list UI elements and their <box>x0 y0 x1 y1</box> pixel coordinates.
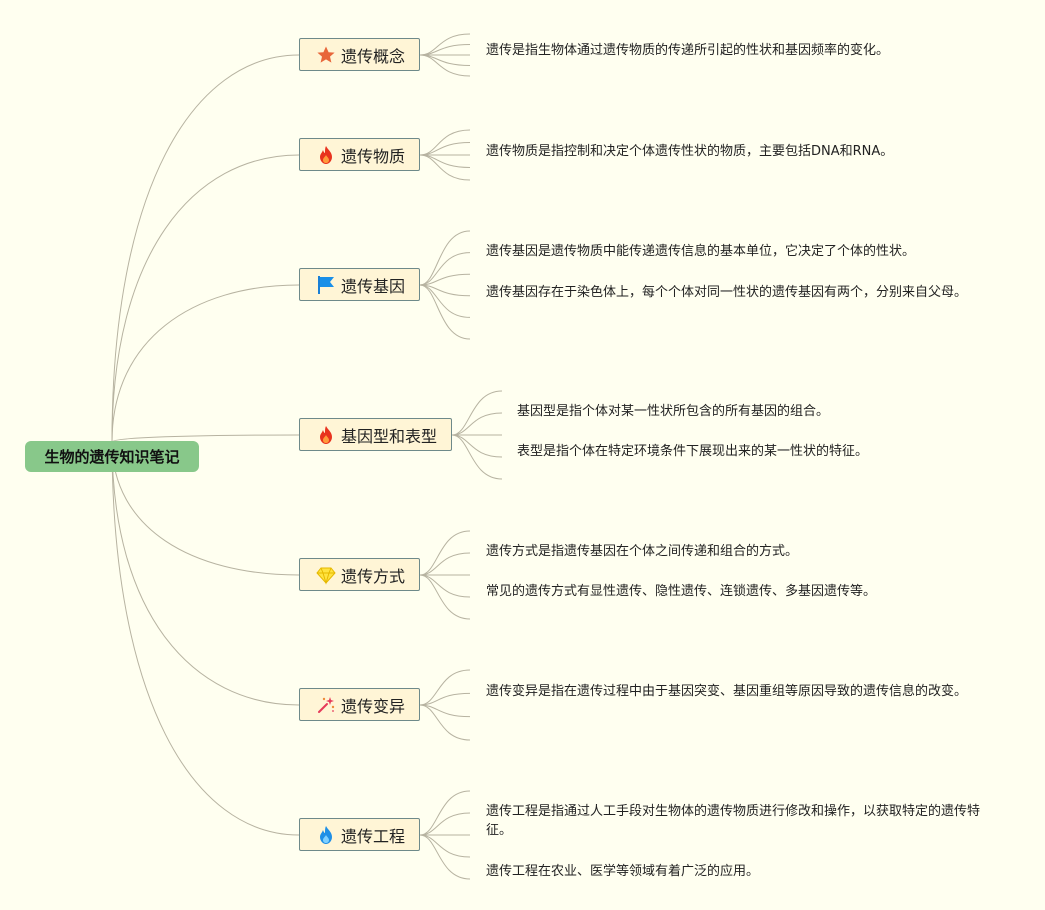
fire-icon <box>316 425 336 445</box>
fire-icon <box>316 145 336 165</box>
leaf-branch-line <box>419 704 471 718</box>
blue-flame-icon <box>316 825 336 845</box>
leaf-branch-line <box>419 790 471 836</box>
note-text: 表型是指个体在特定环境条件下展现出来的某一性状的特征。 <box>517 444 869 459</box>
leaf-branch-line <box>419 230 471 286</box>
topic-genetics-concept[interactable]: 遗传概念 <box>299 38 420 71</box>
topic-genetic-engineering[interactable]: 遗传工程 <box>299 818 420 851</box>
root-branch-line <box>111 441 300 706</box>
topic-label: 遗传基因 <box>341 276 406 296</box>
star-icon <box>316 45 336 65</box>
note-text: 基因型是指个体对某一性状所包含的所有基因的组合。 <box>517 404 830 419</box>
leaf-branch-line <box>419 812 471 836</box>
root-branch-line <box>111 284 300 443</box>
leaf-branch-line <box>419 669 471 706</box>
topic-inheritance-mode[interactable]: 遗传方式 <box>299 558 420 591</box>
sparkle-wand-icon <box>316 695 336 715</box>
leaf-branch-line <box>419 284 471 297</box>
leaf-branch-line <box>451 434 503 480</box>
topic-label: 遗传变异 <box>341 696 406 716</box>
leaf-branch-line <box>419 692 471 706</box>
topic-label: 遗传物质 <box>341 146 406 166</box>
leaf-branch-line <box>419 530 471 576</box>
note-text: 遗传物质是指控制和决定个体遗传性状的物质，主要包括DNA和RNA。 <box>486 144 894 159</box>
root-topic[interactable]: 生物的遗传知识笔记 <box>25 441 199 472</box>
topic-genetic-material[interactable]: 遗传物质 <box>299 138 420 171</box>
leaf-branch-line <box>419 552 471 576</box>
root-branch-line <box>111 441 300 836</box>
root-branch-line <box>111 434 300 443</box>
note-text: 常见的遗传方式有显性遗传、隐性遗传、连锁遗传、多基因遗传等。 <box>486 584 877 599</box>
root-branch-line <box>111 154 300 443</box>
leaf-branch-line <box>419 252 471 286</box>
topic-label: 遗传方式 <box>341 566 406 586</box>
note-text: 遗传工程在农业、医学等领域有着广泛的应用。 <box>486 864 760 879</box>
note-text: 遗传基因存在于染色体上，每个个体对同一性状的遗传基因有两个，分别来自父母。 <box>486 285 968 300</box>
topic-label: 遗传工程 <box>341 826 406 846</box>
leaf-branch-line <box>419 574 471 620</box>
diamond-icon <box>316 565 336 585</box>
leaf-branch-line <box>419 834 471 880</box>
note-text: 遗传变异是指在遗传过程中由于基因突变、基因重组等原因导致的遗传信息的改变。 <box>486 684 968 699</box>
note-text: 遗传工程是指通过人工手段对生物体的遗传物质进行修改和操作，以获取特定的遗传特征。 <box>486 804 981 838</box>
leaf-branch-line <box>419 284 471 340</box>
note-text: 遗传是指生物体通过遗传物质的传递所引起的性状和基因频率的变化。 <box>486 43 890 58</box>
topic-label: 遗传概念 <box>341 46 406 66</box>
leaf-branch-line <box>419 273 471 286</box>
root-topic-label: 生物的遗传知识笔记 <box>44 448 180 466</box>
leaf-branch-line <box>451 412 503 436</box>
note-text: 遗传方式是指遗传基因在个体之间传递和组合的方式。 <box>486 544 799 559</box>
leaf-branch-line <box>419 54 471 77</box>
root-branch-line <box>111 54 300 443</box>
leaf-branch-line <box>419 284 471 318</box>
topic-genetic-variation[interactable]: 遗传变异 <box>299 688 420 721</box>
topic-label: 基因型和表型 <box>341 426 438 446</box>
flag-icon <box>316 275 336 295</box>
leaf-branch-line <box>451 390 503 436</box>
leaf-branch-line <box>419 704 471 741</box>
topic-genotype-phenotype[interactable]: 基因型和表型 <box>299 418 452 451</box>
leaf-branch-line <box>419 154 471 181</box>
root-branch-line <box>111 441 300 576</box>
note-text: 遗传基因是遗传物质中能传递遗传信息的基本单位，它决定了个体的性状。 <box>486 244 916 259</box>
topic-genetic-gene[interactable]: 遗传基因 <box>299 268 420 301</box>
